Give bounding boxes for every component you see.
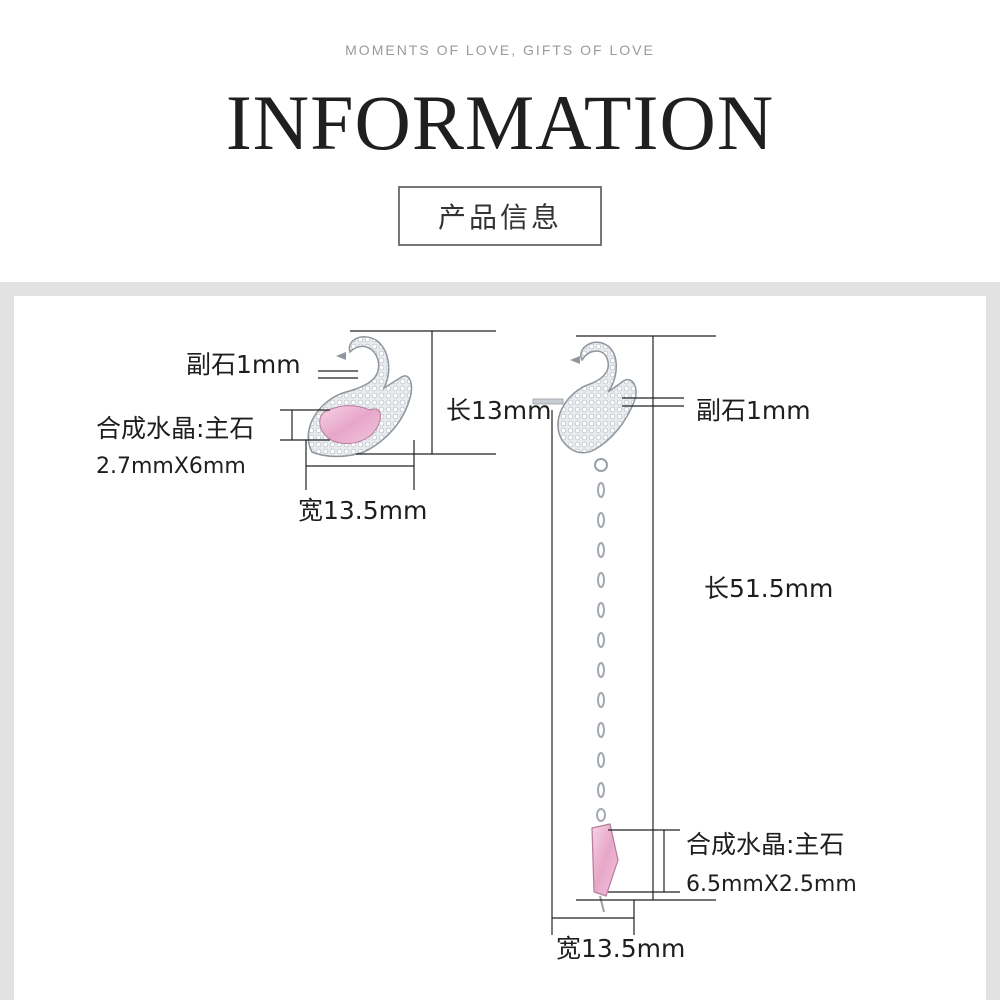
page-title: INFORMATION [225,79,775,166]
subtitle-box: 产品信息 [398,186,602,246]
drop-length-label: 长51.5mm [704,574,834,603]
stud-length-label: 长13mm [446,396,552,425]
stud-dimension-lines [280,330,496,490]
stud-earring-image [307,336,413,458]
drop-dimension-lines [551,335,716,935]
drop-width-label: 宽13.5mm [556,934,686,963]
header: MOMENTS OF LOVE, GIFTS OF LOVE INFORMATI… [0,0,1000,282]
drop-side-stone-label: 副石1mm [696,396,811,425]
stud-side-stone-label: 副石1mm [186,350,301,379]
stud-main-stone-size: 2.7mmX6mm [96,454,246,479]
tagline: MOMENTS OF LOVE, GIFTS OF LOVE [345,42,655,58]
product-frame [0,282,1000,1000]
stud-main-stone-label: 合成水晶:主石 [96,414,255,443]
stud-width-label: 宽13.5mm [298,496,428,525]
drop-main-stone-size: 6.5mmX2.5mm [686,872,857,897]
product-panel [14,296,986,1000]
drop-main-stone-label: 合成水晶:主石 [686,830,845,859]
drop-earring-image [532,341,637,913]
subtitle: 产品信息 [437,201,562,234]
